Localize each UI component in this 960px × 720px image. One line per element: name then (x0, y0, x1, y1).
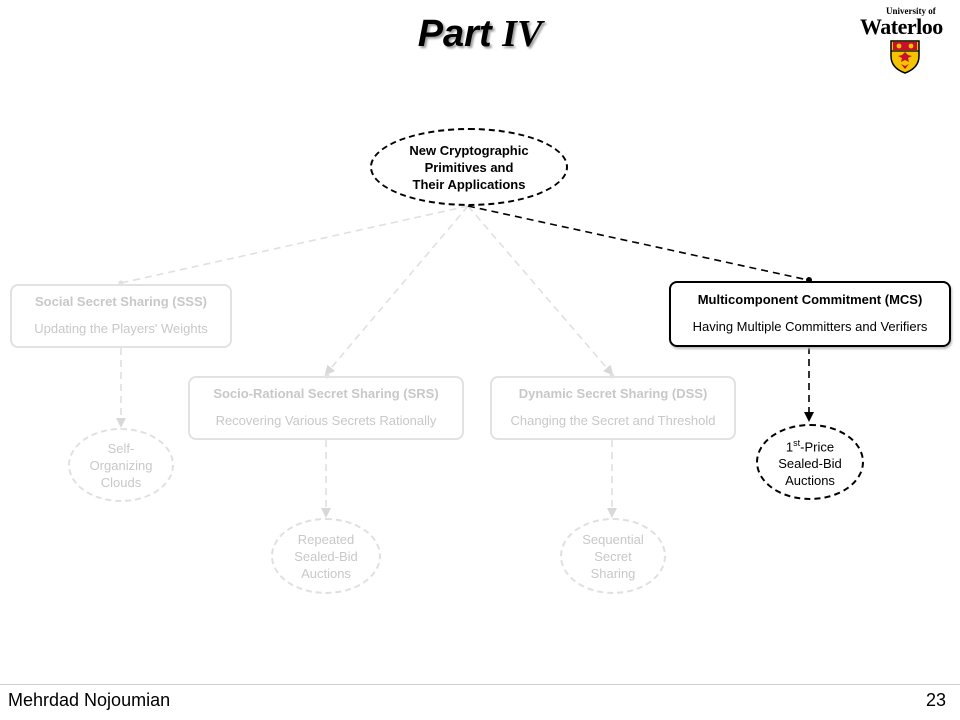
leaf-dss-line-2: Secret (594, 548, 632, 564)
mcs-box: Multicomponent Commitment (MCS) Having M… (669, 281, 951, 347)
leaf-dss-line-1: Sequential (582, 531, 644, 547)
root-line-1: New Cryptographic (409, 142, 529, 158)
footer-author: Mehrdad Nojoumian (8, 690, 171, 710)
slide-title-main: Part (417, 13, 492, 55)
srs-subtitle: Recovering Various Secrets Rationally (215, 413, 437, 428)
leaf-sss-line-2: Organizing (89, 457, 153, 473)
edge-root-sss (120, 205, 469, 284)
leaf-mcs-line-3: Auctions (785, 473, 835, 489)
leaf-first-price-auctions: 1st-Price Sealed-Bid Auctions (756, 424, 864, 500)
leaf-sss-line-3: Clouds (100, 474, 142, 490)
leaf-mcs-line-2: Sealed-Bid (778, 456, 842, 472)
leaf-sequential-secret-sharing: Sequential Secret Sharing (560, 518, 666, 594)
dss-title: Dynamic Secret Sharing (DSS) (518, 386, 708, 401)
leaf-mcs-line-1: 1st-Price (785, 437, 835, 455)
slide-title-numeral: IV (502, 13, 543, 55)
sss-title: Social Secret Sharing (SSS) (35, 294, 207, 309)
university-logo: University of Waterloo (858, 4, 958, 76)
srs-box: Socio-Rational Secret Sharing (SRS) Reco… (188, 376, 464, 440)
leaf-srs-line-3: Auctions (301, 565, 351, 581)
root-node: New Cryptographic Primitives and Their A… (370, 128, 568, 206)
leaf-self-organizing-clouds: Self- Organizing Clouds (68, 428, 174, 502)
dss-subtitle: Changing the Secret and Threshold (510, 413, 716, 428)
footer-divider (0, 684, 960, 685)
leaf-srs-line-2: Sealed-Bid (294, 548, 358, 564)
leaf-srs-line-1: Repeated (297, 531, 355, 547)
edge-root-dss (467, 205, 614, 376)
page-number: 23 (925, 690, 946, 710)
root-line-3: Their Applications (412, 176, 526, 192)
sss-subtitle: Updating the Players' Weights (34, 321, 208, 336)
dss-box: Dynamic Secret Sharing (DSS) Changing th… (490, 376, 736, 440)
slide-title: Part IV (0, 12, 960, 56)
crest-icon (890, 40, 920, 74)
mcs-subtitle: Having Multiple Committers and Verifiers (692, 319, 928, 334)
root-line-2: Primitives and (424, 159, 514, 175)
srs-title: Socio-Rational Secret Sharing (SRS) (213, 386, 439, 401)
edge-root-srs (324, 205, 469, 376)
leaf-dss-line-3: Sharing (590, 565, 636, 581)
sss-box: Social Secret Sharing (SSS) Updating the… (10, 284, 232, 348)
leaf-sss-line-1: Self- (107, 440, 135, 456)
mcs-title: Multicomponent Commitment (MCS) (697, 292, 923, 307)
logo-line-2: Waterloo (860, 14, 943, 39)
leaf-repeated-auctions: Repeated Sealed-Bid Auctions (271, 518, 381, 594)
edge-root-mcs (467, 205, 809, 281)
logo-line-1: University of (886, 6, 936, 16)
